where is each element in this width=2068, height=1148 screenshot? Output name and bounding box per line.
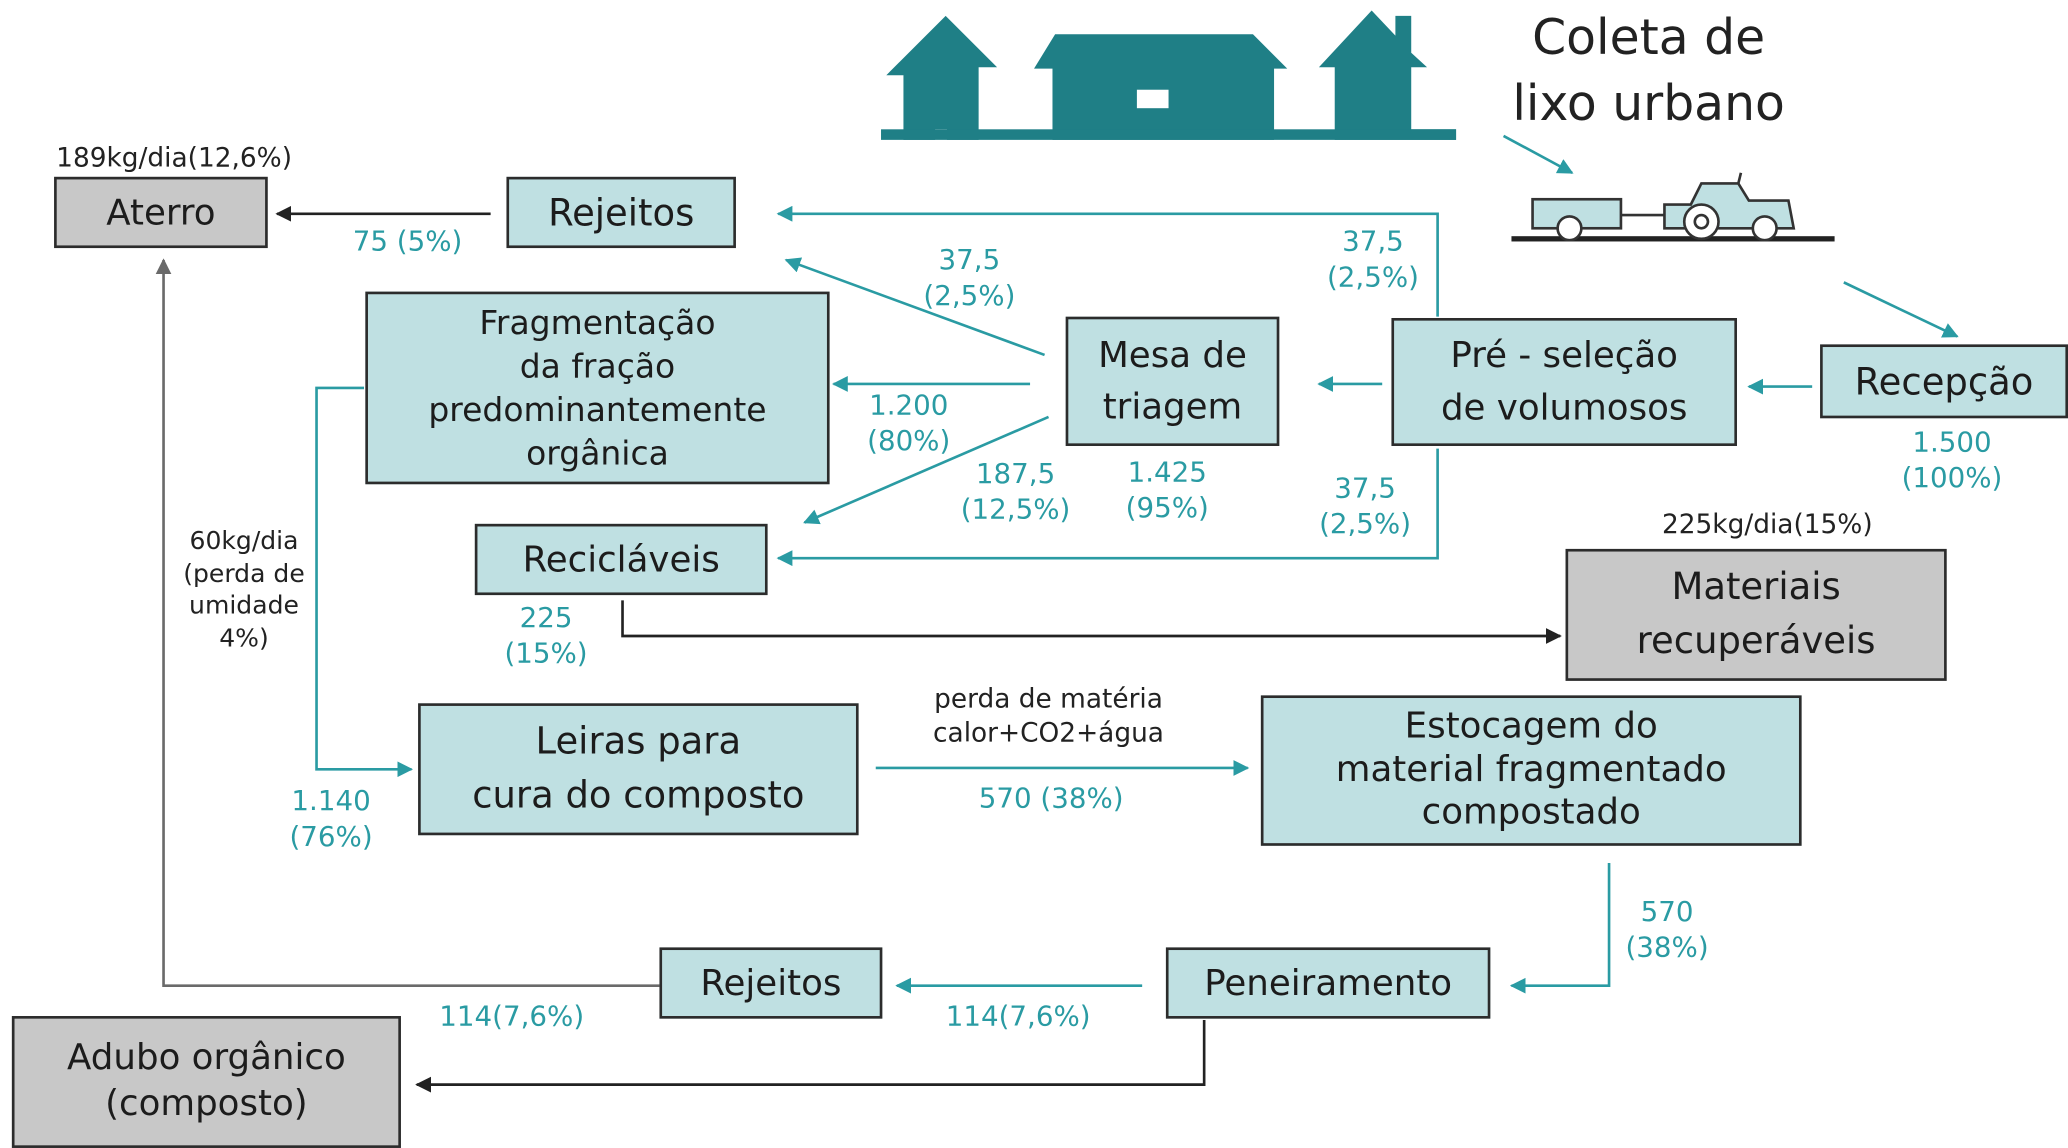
arrow-fragmentacao-to-leiras (315, 386, 414, 778)
arrow-coleta-to-truck (1502, 134, 1574, 175)
label-peneiramento-to-rejeitos: 114(7,6%) (945, 1000, 1091, 1032)
label-leiras-to-estocagem: 570 (38%) (978, 782, 1124, 815)
label-recepcao-in: 1.500 (100%) (1901, 426, 2003, 494)
label-estocagem-to-peneiramento: 570 (38%) (1625, 895, 1709, 964)
box-rejeitos-top: Rejeitos (506, 176, 736, 249)
label-pre-to-rejeitos: 37,5 (2,5%) (1326, 225, 1419, 294)
box-rejeitos-bottom: Rejeitos (659, 947, 883, 1019)
arrow-estocagem-to-peneiramento (1509, 862, 1611, 994)
label-perda-umidade: 60kg/dia (perda de umidade 4%) (183, 526, 305, 654)
box-aterro: Aterro (54, 176, 268, 249)
box-peneiramento: Peneiramento (1165, 947, 1491, 1019)
label-rejeitos-to-aterro: 75 (5%) (352, 225, 463, 258)
arrow-peneiramento-to-adubo (415, 1019, 1206, 1093)
arrow-rejeitos-to-aterro-bottom (155, 258, 660, 987)
arrow-pre-to-reciclaveis (776, 448, 1439, 567)
houses-icon (881, 10, 1457, 140)
coleta-title: Coleta de lixo urbano (1512, 9, 1785, 132)
box-adubo-organico: Adubo orgânico (composto) (11, 1016, 401, 1148)
label-aterro-total: 189kg/dia(12,6%) (56, 141, 293, 173)
box-leiras: Leiras para cura do composto (418, 703, 859, 836)
box-pre-selecao: Pré - seleção de volumosos (1391, 317, 1737, 446)
label-pre-to-mesa: 1.425 (95%) (1125, 456, 1209, 525)
box-materiais-recuperaveis: Materiais recuperáveis (1565, 548, 1947, 681)
label-rejeitos-to-aterro-bottom: 114(7,6%) (439, 1000, 585, 1032)
box-reciclaveis: Recicláveis (474, 523, 768, 596)
arrow-truck-to-recepcao (1843, 281, 1959, 338)
box-mesa-de-triagem: Mesa de triagem (1065, 316, 1280, 446)
label-reciclaveis-out: 225 (15%) (504, 601, 588, 670)
box-estocagem: Estocagem do material fragmentado compos… (1260, 695, 1802, 846)
label-materiais-total: 225kg/dia(15%) (1661, 508, 1873, 540)
label-mesa-to-reciclaveis: 187,5 (12,5%) (960, 457, 1071, 526)
label-mesa-to-rejeitos: 37,5 (2,5%) (923, 244, 1016, 312)
arrow-reciclaveis-to-materiais (621, 600, 1562, 644)
label-pre-to-reciclaveis: 37,5 (2,5%) (1319, 472, 1412, 541)
arrow-pre-to-rejeitos (776, 205, 1439, 317)
box-recepcao: Recepção (1820, 344, 2068, 419)
truck-icon (1511, 172, 1835, 242)
arrow-mesa-to-reciclaveis (803, 415, 1050, 525)
label-mesa-to-fragmentacao: 1.200 (80%) (867, 389, 951, 457)
arrow-mesa-to-rejeitos (784, 257, 1046, 357)
label-perda-materia: perda de matéria calor+CO2+água (933, 682, 1164, 749)
label-leiras-in: 1.140 (76%) (289, 785, 373, 853)
box-fragmentacao: Fragmentação da fração predominantemente… (365, 291, 830, 485)
